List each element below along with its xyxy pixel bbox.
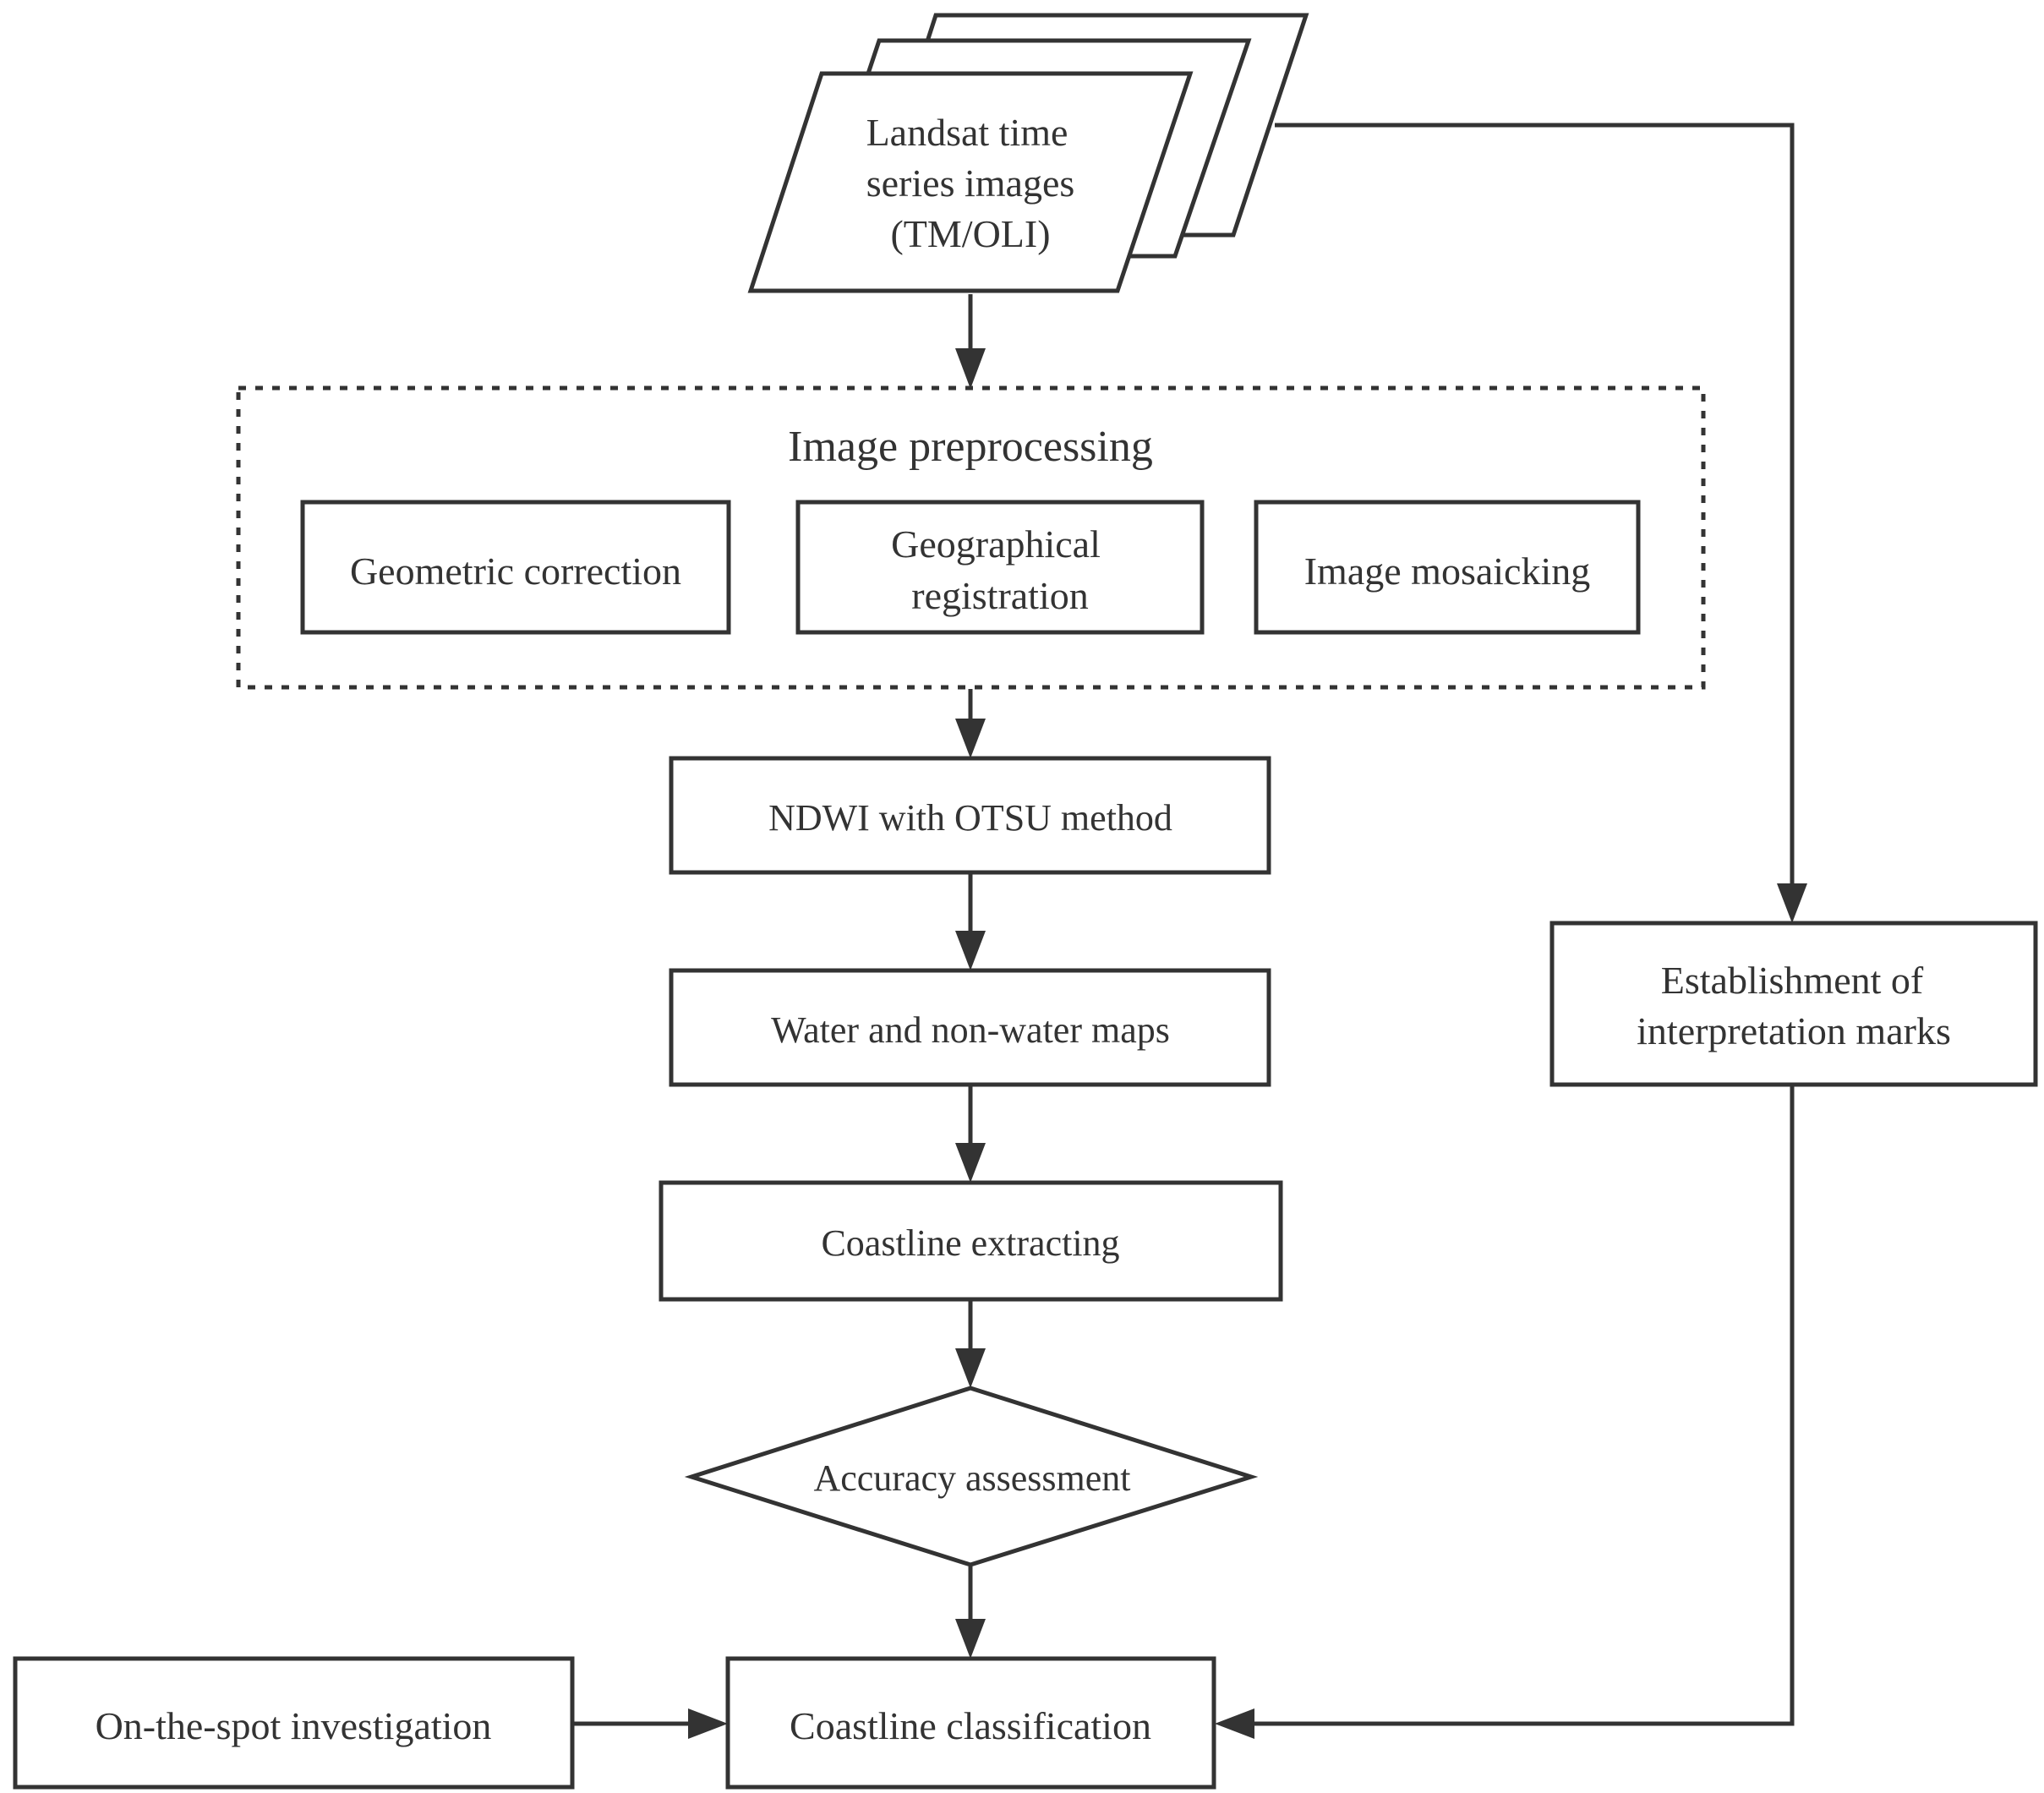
accuracy-assessment-step: Accuracy assessment: [684, 1386, 1259, 1567]
arrowhead-marks-to-classification: [1215, 1708, 1254, 1739]
connectors: [574, 123, 1807, 1739]
water-map-step: Water and non-water maps: [669, 968, 1271, 1087]
interpretation-marks-line-2: interpretation marks: [1637, 1009, 1951, 1052]
edge-landsat-to-marks: [1275, 123, 1795, 888]
on-the-spot-label: On-the-spot investigation: [96, 1704, 492, 1747]
geographical-registration-line-1: Geographical: [891, 522, 1101, 566]
on-the-spot-step: On-the-spot investigation: [13, 1656, 575, 1790]
ndwi-label: NDWI with OTSU method: [768, 797, 1172, 839]
geographical-registration-line-2: registration: [911, 574, 1089, 617]
landsat-line-1: Landsat time: [866, 111, 1068, 154]
arrowhead-spot-to-classification: [688, 1708, 728, 1739]
coastline-extracting-step: Coastline extracting: [659, 1180, 1283, 1302]
image-mosaicking-box: [1254, 500, 1641, 635]
arrowhead-preprocessing-to-ndwi: [955, 719, 986, 758]
arrowhead-landsat-to-preprocessing: [955, 348, 986, 389]
arrowhead-landsat-to-marks: [1777, 883, 1807, 923]
geometric-correction-box: [300, 500, 731, 635]
accuracy-assessment-label: Accuracy assessment: [813, 1457, 1130, 1499]
on-the-spot-box: [13, 1656, 575, 1790]
arrowhead-assessment-to-classification: [955, 1619, 986, 1659]
interpretation-marks-box: [1549, 921, 2038, 1087]
preprocessing-title: Image preprocessing: [788, 423, 1153, 471]
landsat-line-3: (TM/OLI): [890, 212, 1050, 255]
image-sheet-front: [747, 71, 1194, 293]
coastline-extracting-box: [659, 1180, 1283, 1302]
interpretation-marks-step: Establishment of interpretation marks: [1549, 921, 2038, 1087]
geographical-registration-box: [795, 500, 1205, 635]
water-map-box: [669, 968, 1271, 1087]
arrowhead-ndwi-to-water: [955, 931, 986, 970]
coastline-classification-step: Coastline classification: [725, 1656, 1216, 1790]
landsat-line-2: series images: [866, 161, 1075, 205]
landsat-images-stack: Landsat time series images (TM/OLI): [747, 13, 1309, 293]
ndwi-step: NDWI with OTSU method: [669, 756, 1271, 875]
interpretation-marks-line-1: Establishment of: [1661, 959, 1924, 1002]
preprocessing-group: Image preprocessing Geometric correction…: [236, 385, 1706, 690]
arrowhead-extracting-to-assessment: [955, 1348, 986, 1388]
coastline-classification-label: Coastline classification: [790, 1704, 1151, 1747]
ndwi-box: [669, 756, 1271, 875]
edge-marks-to-classification: [1249, 1086, 1795, 1726]
accuracy-assessment-diamond: [684, 1386, 1259, 1567]
preprocessing-border: [236, 385, 1706, 690]
image-mosaicking-label: Image mosaicking: [1304, 549, 1591, 593]
arrowhead-water-to-extracting: [955, 1143, 986, 1183]
water-map-label: Water and non-water maps: [771, 1009, 1170, 1051]
coastline-classification-box: [725, 1656, 1216, 1790]
coastline-extracting-label: Coastline extracting: [821, 1222, 1119, 1264]
geometric-correction-label: Geometric correction: [350, 549, 681, 593]
